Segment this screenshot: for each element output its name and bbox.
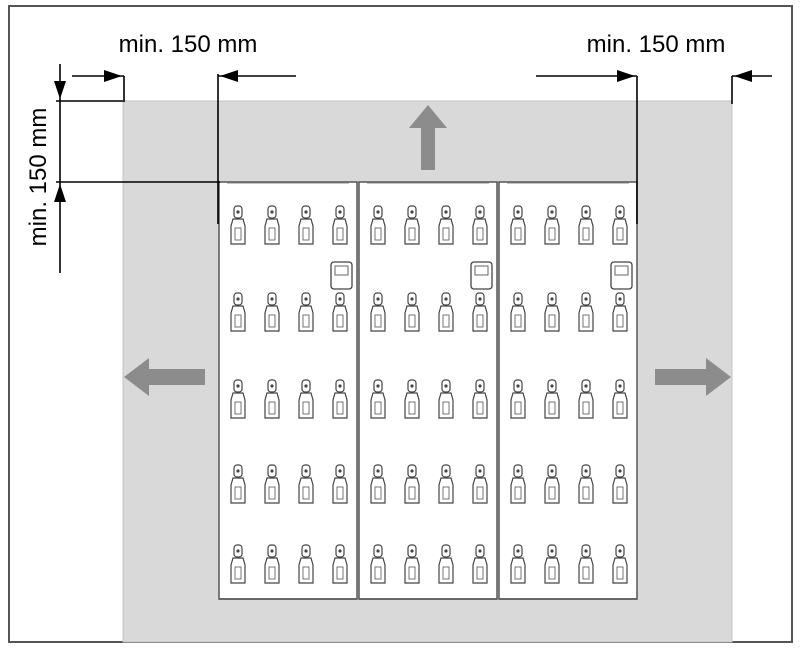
key-slot <box>472 379 488 419</box>
key-cabinet <box>218 181 638 600</box>
dimension-arrowhead <box>104 70 122 82</box>
control-unit <box>470 261 493 290</box>
control-unit <box>330 261 353 290</box>
key-slot <box>578 379 594 419</box>
key-slot <box>510 292 526 332</box>
key-slot <box>612 544 628 584</box>
cabinet-panel <box>498 181 638 600</box>
key-slot <box>404 292 420 332</box>
key-slot <box>404 379 420 419</box>
key-slot <box>298 544 314 584</box>
key-slot <box>544 292 560 332</box>
key-slot <box>438 544 454 584</box>
key-slot <box>230 205 246 245</box>
key-slot <box>404 544 420 584</box>
key-slot <box>578 464 594 504</box>
key-slot <box>472 544 488 584</box>
cabinet-panel <box>218 181 358 600</box>
key-slot <box>438 379 454 419</box>
key-slot <box>578 544 594 584</box>
key-slot <box>472 464 488 504</box>
key-slot <box>230 292 246 332</box>
key-slot <box>472 292 488 332</box>
airflow-arrow-right <box>655 358 731 396</box>
dimension-label-right: min. 150 mm <box>587 31 726 58</box>
key-slot <box>298 205 314 245</box>
key-slot <box>264 379 280 419</box>
airflow-arrow-left <box>124 358 205 396</box>
dimension-label-left: min. 150 mm <box>119 31 258 58</box>
key-slot <box>578 205 594 245</box>
key-slot <box>404 205 420 245</box>
key-slot <box>612 205 628 245</box>
key-slot <box>332 464 348 504</box>
dimension-arrowhead <box>220 70 238 82</box>
key-slot <box>370 205 386 245</box>
key-slot <box>438 205 454 245</box>
key-slot <box>264 464 280 504</box>
key-slot <box>264 205 280 245</box>
key-slot <box>230 464 246 504</box>
key-slot <box>370 464 386 504</box>
key-slot <box>332 292 348 332</box>
key-slot <box>472 205 488 245</box>
key-slot <box>612 464 628 504</box>
key-slot <box>370 379 386 419</box>
key-slot <box>370 292 386 332</box>
key-slot <box>612 292 628 332</box>
key-slot <box>510 205 526 245</box>
key-slot <box>544 464 560 504</box>
key-slot <box>578 292 594 332</box>
airflow-arrow-up <box>409 105 447 170</box>
dimension-arrowhead <box>54 81 66 99</box>
key-slot <box>298 379 314 419</box>
key-slot <box>544 544 560 584</box>
key-slot <box>264 544 280 584</box>
key-slot <box>404 464 420 504</box>
control-unit <box>610 261 633 290</box>
key-slot <box>510 544 526 584</box>
key-slot <box>544 379 560 419</box>
key-slot <box>370 544 386 584</box>
dimension-label-vertical: min. 150 mm <box>25 108 52 247</box>
key-slot <box>230 544 246 584</box>
key-slot <box>438 292 454 332</box>
key-slot <box>264 292 280 332</box>
key-slot <box>510 464 526 504</box>
dimension-arrowhead <box>734 70 752 82</box>
dimension-arrowhead <box>54 184 66 202</box>
key-slot <box>332 379 348 419</box>
cabinet-panel <box>358 181 498 600</box>
key-slot <box>332 544 348 584</box>
key-slot <box>332 205 348 245</box>
key-slot <box>298 292 314 332</box>
key-slot <box>298 464 314 504</box>
dimension-arrowhead <box>617 70 635 82</box>
key-slot <box>438 464 454 504</box>
key-slot <box>510 379 526 419</box>
key-slot <box>544 205 560 245</box>
key-slot <box>230 379 246 419</box>
key-slot <box>612 379 628 419</box>
